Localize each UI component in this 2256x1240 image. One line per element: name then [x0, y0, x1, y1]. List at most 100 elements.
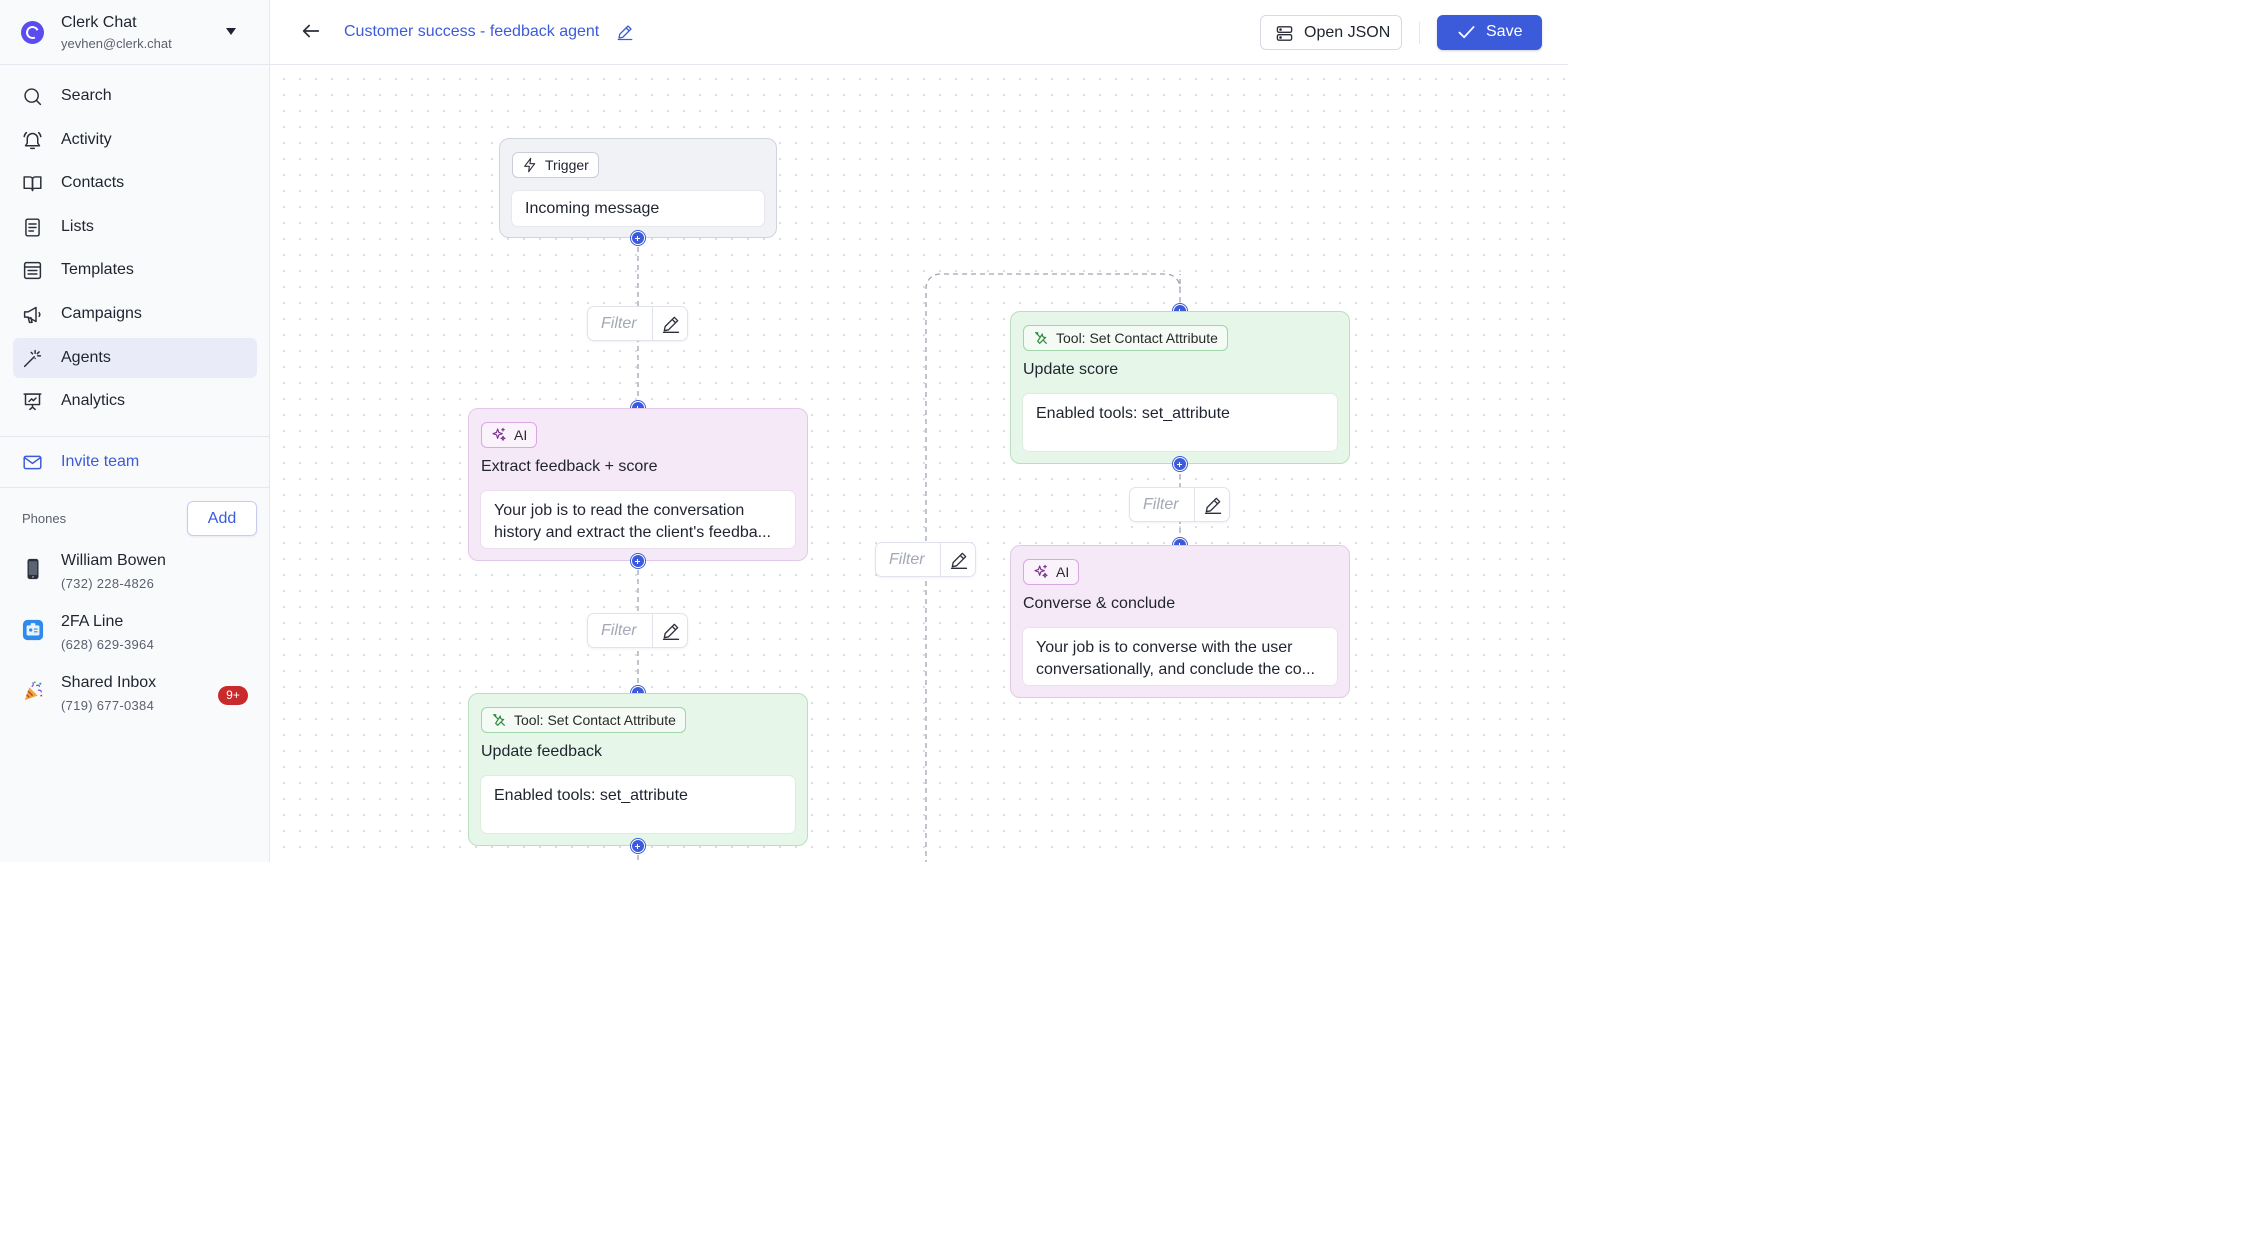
divider [0, 436, 269, 437]
workspace-name: Clerk Chat [61, 14, 137, 31]
save-label: Save [1486, 23, 1523, 40]
filter-divider [1194, 488, 1195, 521]
nav-item-contacts[interactable]: Contacts [13, 163, 257, 203]
phone-number: (628) 629-3964 [61, 637, 155, 652]
main-nav: Search Activity Contacts Lists Templates… [13, 76, 257, 425]
tool-node-update-feedback[interactable]: Tool: Set Contact Attribute Update feedb… [468, 693, 808, 846]
nav-item-analytics[interactable]: Analytics [13, 381, 257, 421]
ai-node-converse[interactable]: AI Converse & conclude Your job is to co… [1010, 545, 1350, 698]
workspace-email: yevhen@clerk.chat [61, 36, 172, 51]
flow-connectors [637, 238, 1181, 862]
invite-team-label: Invite team [61, 453, 140, 470]
nav-label: Campaigns [61, 304, 142, 322]
tag-label: AI [1056, 564, 1070, 580]
nav-label: Search [61, 87, 112, 104]
invite-team-link[interactable]: Invite team [13, 442, 257, 482]
ai-tag: AI [481, 422, 538, 448]
nav-label: Agents [61, 348, 111, 366]
phone-name: Shared Inbox [61, 674, 157, 691]
unread-badge: 9+ [218, 686, 248, 705]
filter-divider [940, 543, 941, 576]
arrow-left-icon[interactable] [300, 20, 322, 42]
pencil-icon[interactable] [661, 314, 681, 334]
nav-label: Contacts [61, 174, 125, 192]
add-step-button[interactable] [631, 554, 645, 568]
lightning-icon [524, 157, 536, 173]
id-card-icon [22, 619, 44, 641]
nav-label: Activity [61, 130, 112, 148]
open-json-label: Open JSON [1304, 24, 1391, 41]
filter-label: Filter [601, 315, 637, 332]
filter-divider [652, 614, 653, 647]
filter-label: Filter [1143, 496, 1179, 513]
add-step-button[interactable] [1173, 457, 1187, 471]
nav-item-campaigns[interactable]: Campaigns [13, 294, 257, 334]
nav-item-lists[interactable]: Lists [13, 207, 257, 247]
pencil-icon[interactable] [949, 550, 969, 570]
nav-item-agents[interactable]: Agents [13, 337, 257, 378]
tool-node-update-score[interactable]: Tool: Set Contact Attribute Update score… [1010, 311, 1350, 464]
pencil-icon[interactable] [661, 621, 681, 641]
filter-divider [652, 307, 653, 340]
caret-down-icon[interactable] [226, 28, 236, 35]
nav-item-activity[interactable]: Activity [13, 120, 257, 160]
phone-number: (732) 228-4826 [61, 576, 155, 591]
bell-icon [23, 131, 42, 149]
nav-item-search[interactable]: Search [13, 76, 257, 116]
node-title: Extract feedback + score [481, 458, 658, 475]
trigger-event: Incoming message [512, 191, 764, 226]
clerk-logo-icon [21, 21, 44, 44]
node-prompt: Your job is to read the conversation his… [481, 491, 795, 548]
sidebar: Clerk Chat yevhen@clerk.chat Search Acti… [0, 0, 270, 862]
ai-tag: AI [1023, 559, 1080, 585]
header-divider [1419, 22, 1420, 44]
tag-label: Tool: Set Contact Attribute [1056, 330, 1218, 346]
filter-pill[interactable]: Filter [875, 542, 976, 577]
nav-label: Templates [61, 261, 134, 279]
phone-name: William Bowen [61, 552, 166, 569]
phones-section-label: Phones [22, 511, 67, 526]
add-step-button[interactable] [631, 231, 645, 245]
node-tools: Enabled tools: set_attribute [481, 776, 795, 833]
trigger-node[interactable]: Trigger Incoming message [499, 138, 777, 238]
pencil-icon[interactable] [1203, 495, 1223, 515]
nav-item-templates[interactable]: Templates [13, 250, 257, 290]
phone-item[interactable]: 2FA Line (628) 629-3964 [0, 607, 269, 663]
mail-icon [23, 455, 42, 470]
phone-item[interactable]: William Bowen (732) 228-4826 [0, 546, 269, 602]
presentation-chart-icon [23, 393, 42, 411]
nav-label: Analytics [61, 392, 126, 410]
tool-tag: Tool: Set Contact Attribute [1023, 325, 1228, 351]
flow-canvas[interactable]: Trigger Incoming message Filter AI Extra… [270, 65, 1568, 862]
tag-label: Tool: Set Contact Attribute [514, 712, 676, 728]
add-step-button[interactable] [631, 839, 645, 853]
filter-label: Filter [601, 622, 637, 639]
sparkles-icon [1034, 564, 1048, 578]
nav-label: Lists [61, 217, 94, 235]
trigger-tag: Trigger [512, 152, 599, 178]
divider [0, 487, 269, 488]
save-button[interactable]: Save [1437, 15, 1542, 50]
node-title: Update score [1023, 361, 1119, 378]
tool-tag: Tool: Set Contact Attribute [481, 707, 686, 733]
tools-icon [1035, 332, 1047, 344]
pencil-icon[interactable] [616, 23, 634, 41]
sparkles-icon [492, 427, 506, 441]
phone-number: (719) 677-0384 [61, 698, 155, 713]
megaphone-icon [23, 306, 41, 324]
ai-node-extract[interactable]: AI Extract feedback + score Your job is … [468, 408, 808, 561]
filter-pill[interactable]: Filter [587, 306, 688, 341]
node-tools: Enabled tools: set_attribute [1023, 394, 1337, 451]
tools-icon [493, 714, 505, 726]
filter-pill[interactable]: Filter [1129, 487, 1230, 522]
add-phone-button[interactable]: Add [187, 501, 257, 536]
list-icon [25, 218, 40, 237]
filter-pill[interactable]: Filter [587, 613, 688, 648]
open-json-button[interactable]: Open JSON [1260, 15, 1402, 50]
check-icon [1458, 26, 1475, 39]
party-popper-icon [24, 681, 43, 701]
node-prompt: Your job is to converse with the user co… [1023, 628, 1337, 685]
workspace-switcher[interactable]: Clerk Chat yevhen@clerk.chat [0, 0, 269, 65]
phone-item[interactable]: Shared Inbox (719) 677-0384 9+ [0, 668, 269, 724]
tag-label: Trigger [545, 157, 589, 173]
